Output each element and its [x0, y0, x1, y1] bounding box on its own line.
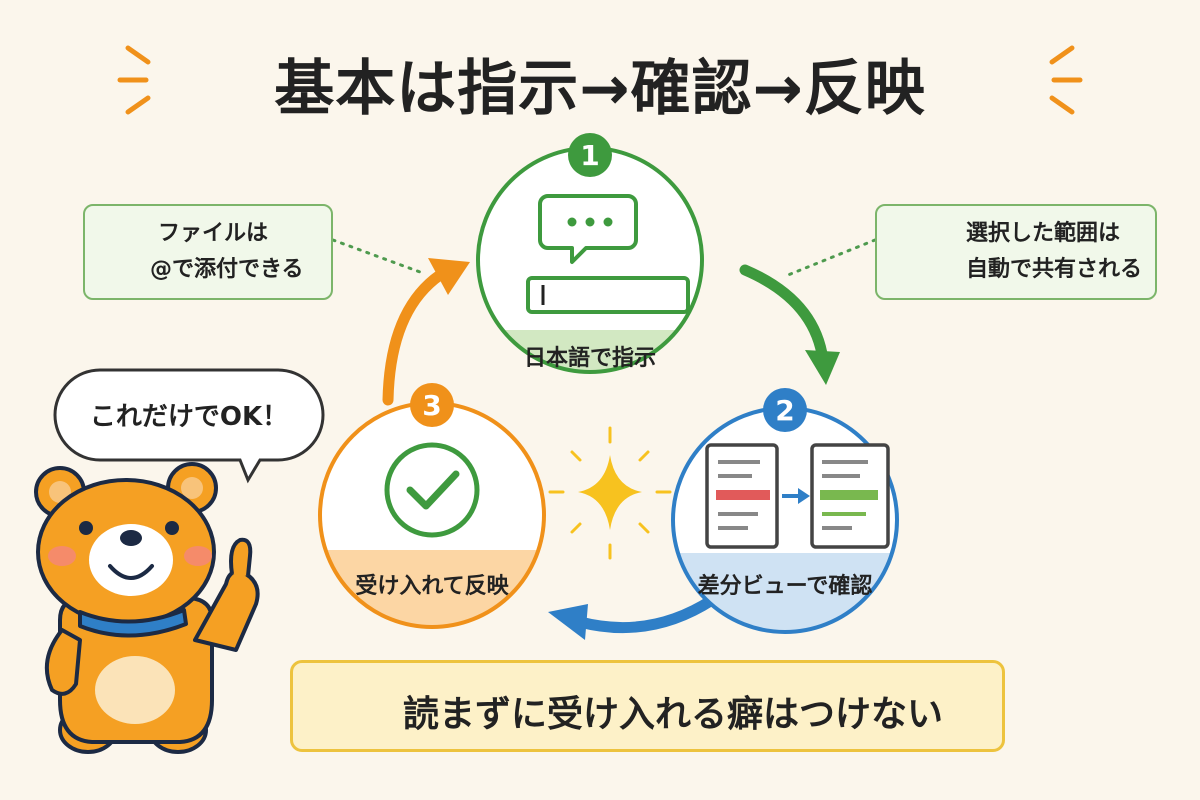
warning-banner: 読まずに受け入れる癖はつけない	[290, 660, 1005, 752]
tip-left-line1: ファイルは	[158, 221, 269, 246]
page-title: 基本は指示→確認→反映	[274, 54, 926, 124]
speech-bubble	[53, 368, 325, 484]
tip-left-line2: @で添付できる	[150, 257, 304, 282]
step-2-badge	[763, 388, 807, 432]
step-2-number: 2	[775, 394, 794, 427]
arrow-3-to-1	[382, 258, 470, 406]
step-3-label: 受け入れて反映	[355, 574, 509, 599]
input-box-icon	[526, 276, 690, 314]
step-3-number: 3	[422, 389, 441, 422]
tip-box-left	[83, 204, 333, 300]
sparkle-icon	[548, 426, 672, 560]
checkmark-icon	[384, 442, 480, 538]
step-3-badge	[410, 383, 454, 427]
step-1-badge	[568, 133, 612, 177]
step-2-circle	[671, 406, 899, 634]
step-1-number: 1	[580, 139, 599, 172]
tip-right-connector	[786, 238, 877, 277]
tip-right-line2: 自動で共有される	[966, 257, 1143, 282]
diff-documents-icon	[705, 443, 890, 549]
speech-bubble-text: これだけでOK！	[89, 402, 289, 432]
step-3-circle	[318, 401, 546, 629]
bear-mascot	[34, 462, 260, 754]
step-1-label: 日本語で指示	[523, 346, 656, 371]
tip-left-connector	[331, 238, 422, 274]
arrow-2-to-3	[548, 594, 718, 640]
tip-right-line1: 選択した範囲は	[966, 221, 1121, 246]
step-2-label: 差分ビューで確認	[697, 574, 873, 599]
chat-bubble-icon	[538, 194, 638, 264]
title-accent-right	[1049, 45, 1083, 115]
arrow-1-to-2	[739, 264, 840, 385]
warning-text: 読まずに受け入れる癖はつけない	[403, 694, 944, 735]
tip-box-right	[875, 204, 1157, 300]
title-accent-left	[117, 45, 151, 115]
